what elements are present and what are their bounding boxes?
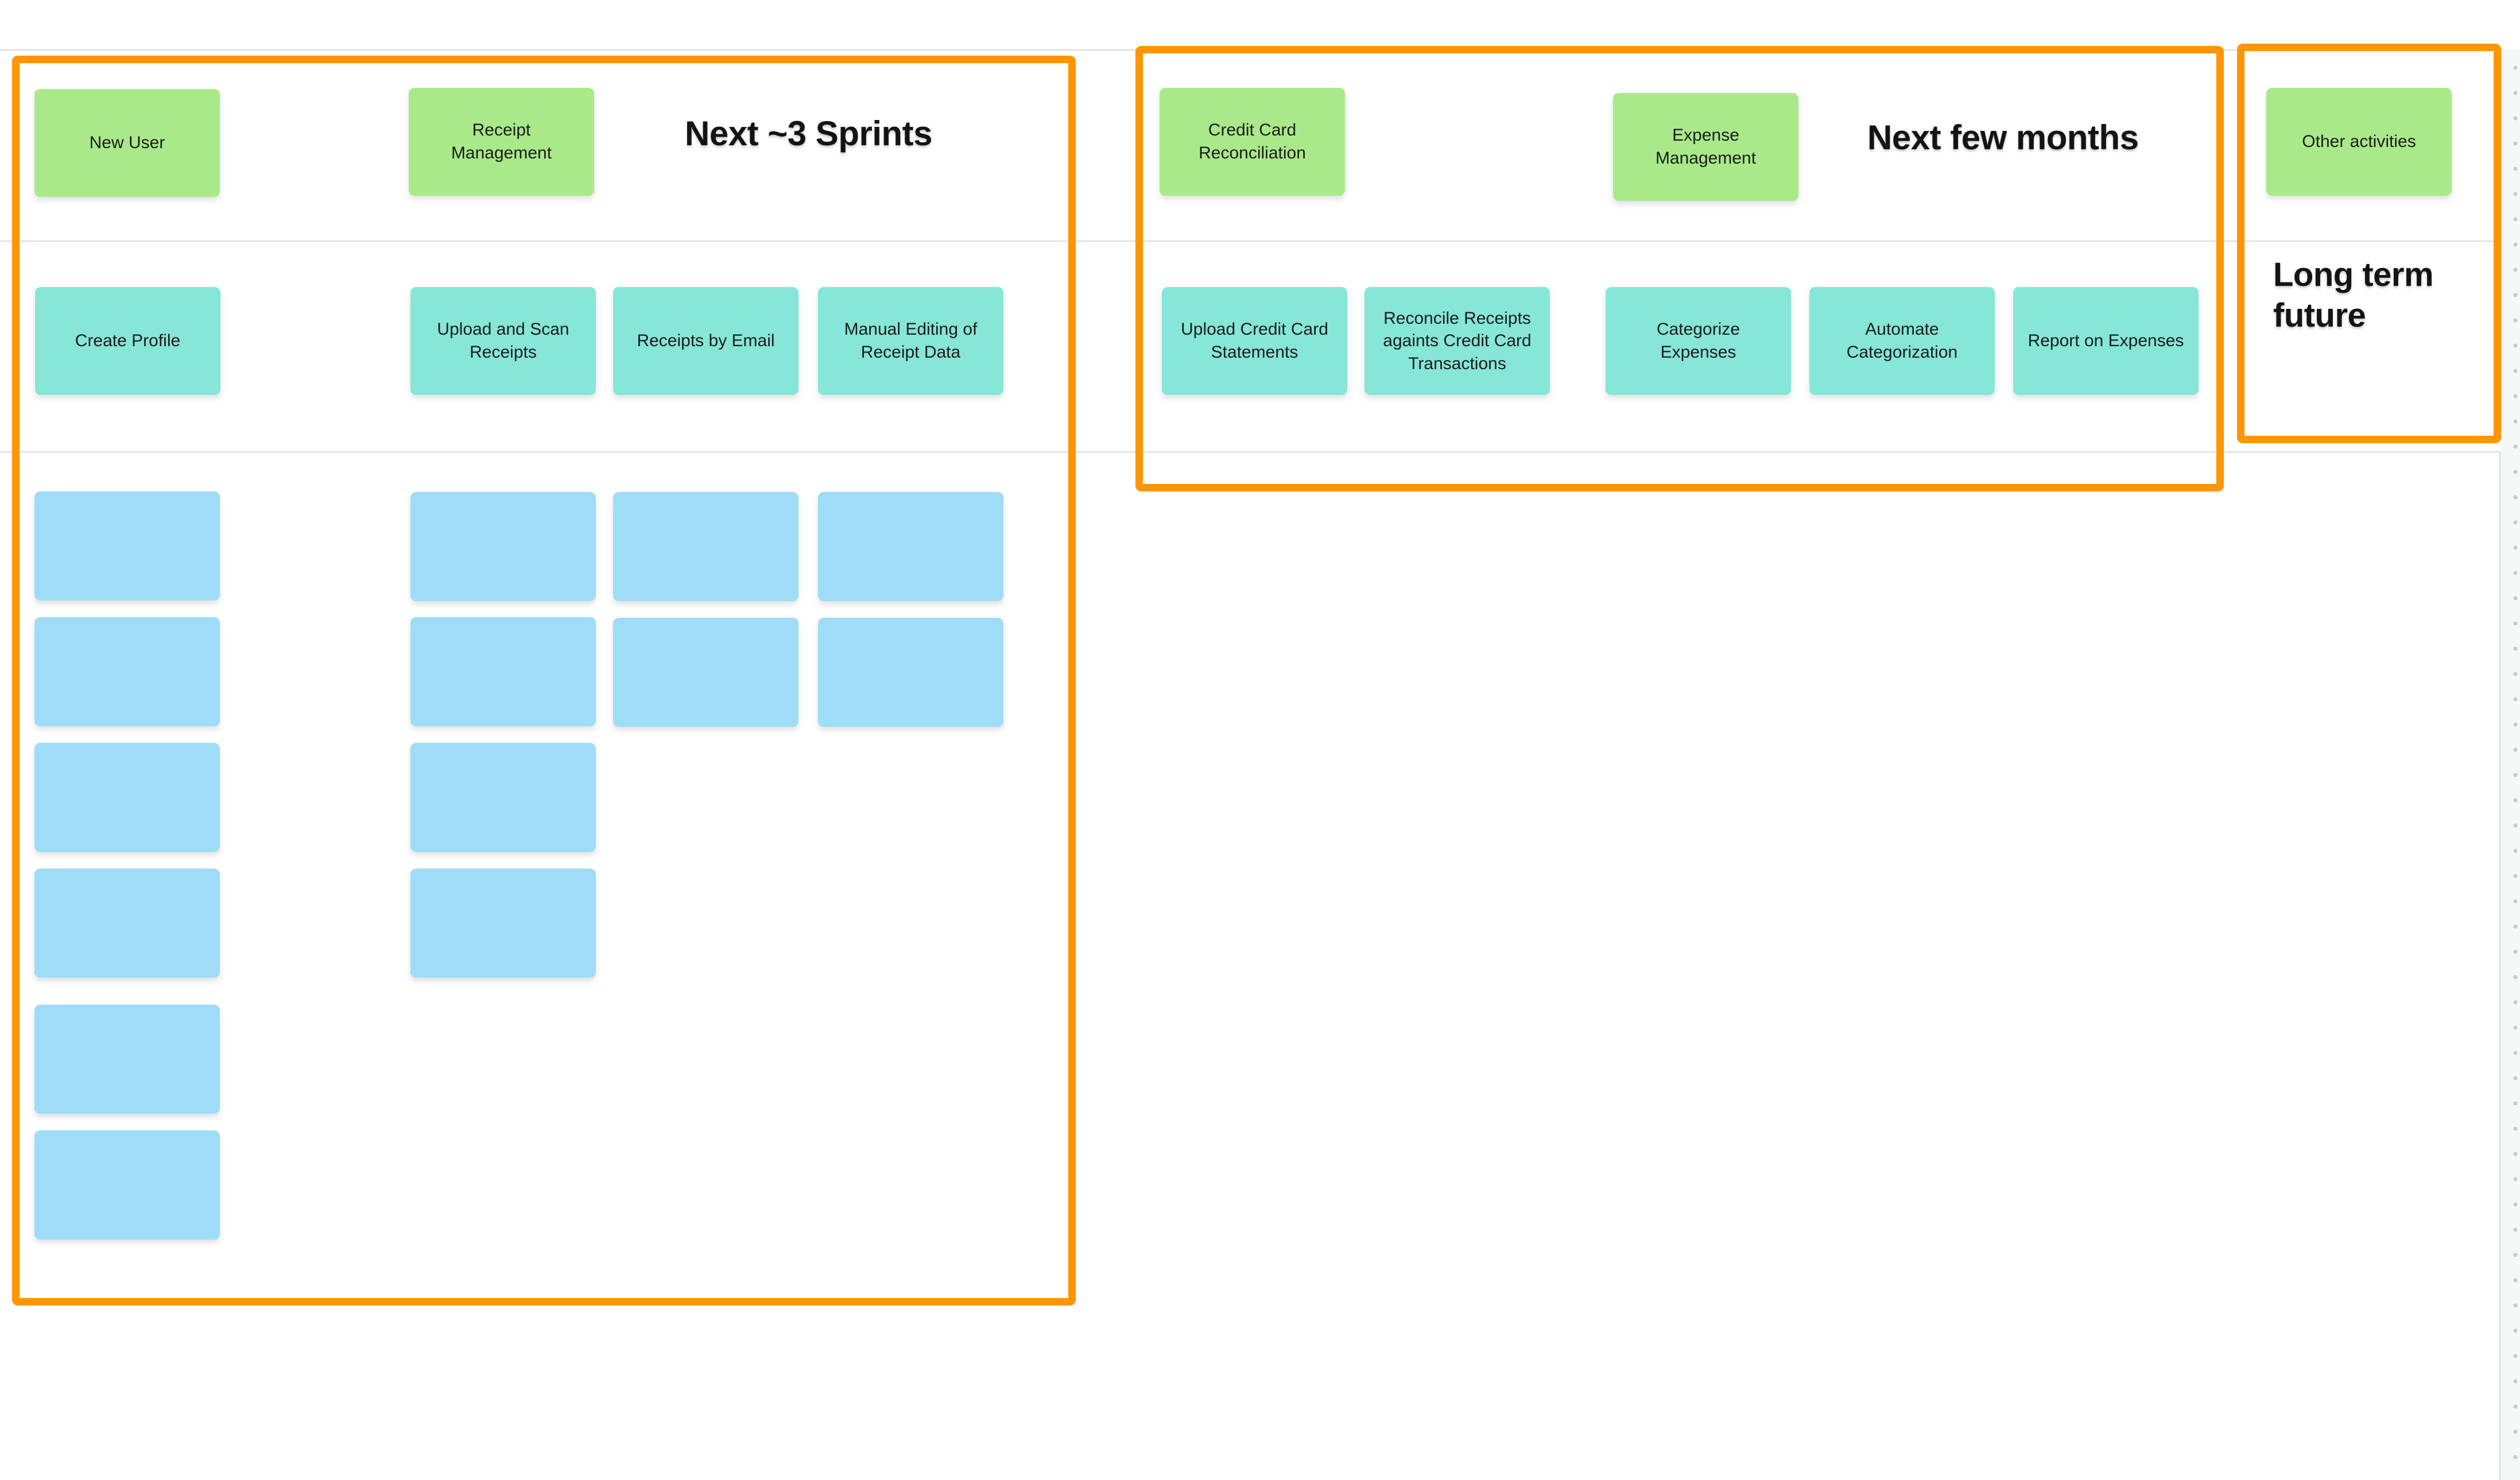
frame-next-3-sprints[interactable] <box>12 56 1076 1305</box>
row-divider-steps <box>0 451 2520 452</box>
sticky-note-blank[interactable] <box>34 491 220 600</box>
sticky-note-blank[interactable] <box>410 617 596 726</box>
sticky-note-activity[interactable]: New User <box>34 89 220 197</box>
frame-edge-line <box>2499 451 2500 1480</box>
sticky-note-blank[interactable] <box>34 617 220 726</box>
frame-title-next-3-sprints[interactable]: Next ~3 Sprints <box>685 114 933 153</box>
frame-next-few-months[interactable] <box>1135 46 2224 491</box>
sticky-note-step[interactable]: Receipts by Email <box>613 287 798 395</box>
sticky-note-activity[interactable]: Other activities <box>2266 88 2452 196</box>
sticky-note-blank[interactable] <box>34 1005 220 1114</box>
sticky-note-blank[interactable] <box>818 618 1003 727</box>
canvas-dot-grid <box>2500 49 2520 1480</box>
frame-long-term-future[interactable] <box>2237 44 2501 443</box>
sticky-note-step[interactable]: Automate Categorization <box>1809 287 1995 395</box>
sticky-note-step[interactable]: Manual Editing of Receipt Data <box>818 287 1003 395</box>
frame-title-next-few-months[interactable]: Next few months <box>1867 118 2139 157</box>
sticky-note-blank[interactable] <box>34 1130 220 1239</box>
row-divider-activities <box>0 241 2520 242</box>
sticky-note-blank[interactable] <box>613 492 798 601</box>
sticky-note-step[interactable]: Reconcile Receipts againts Credit Card T… <box>1364 287 1550 395</box>
sticky-note-step[interactable]: Create Profile <box>35 287 220 395</box>
sticky-note-activity[interactable]: Expense Management <box>1613 93 1798 201</box>
sticky-note-blank[interactable] <box>410 492 596 601</box>
sticky-note-blank[interactable] <box>410 743 596 852</box>
sticky-note-step[interactable]: Categorize Expenses <box>1606 287 1791 395</box>
sticky-note-blank[interactable] <box>410 869 596 978</box>
sticky-note-step[interactable]: Upload and Scan Receipts <box>410 287 596 395</box>
sticky-note-activity[interactable]: Receipt Management <box>409 88 594 196</box>
sticky-note-blank[interactable] <box>818 492 1003 601</box>
sticky-note-blank[interactable] <box>613 618 798 727</box>
frame-title-long-term-future[interactable]: Long term future <box>2273 256 2434 334</box>
sticky-note-blank[interactable] <box>34 869 220 978</box>
sticky-note-blank[interactable] <box>34 743 220 852</box>
sticky-note-step[interactable]: Report on Expenses <box>2013 287 2199 395</box>
sticky-note-activity[interactable]: Credit Card Reconciliation <box>1160 88 1345 196</box>
sticky-note-step[interactable]: Upload Credit Card Statements <box>1162 287 1347 395</box>
